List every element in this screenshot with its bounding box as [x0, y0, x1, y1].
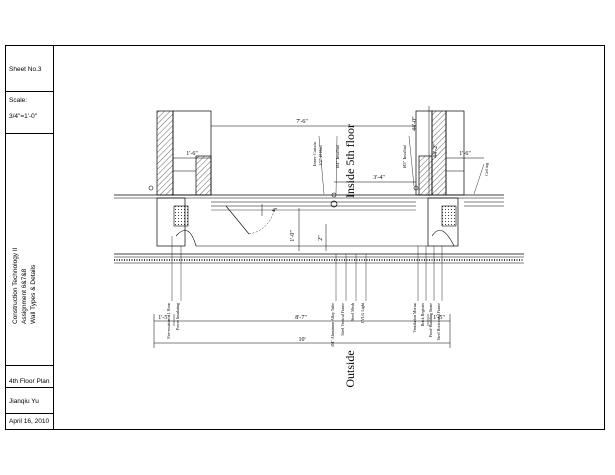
note-power-insulating: Power Insulating	[175, 303, 180, 330]
label-inside: Inside 5th floor	[343, 124, 357, 198]
note-steel-vertical: Steel Vertical Frame	[340, 303, 345, 336]
dim-opening-depth: 1'-0"	[290, 230, 296, 242]
dimension-lines	[153, 106, 484, 348]
leader-lines	[171, 135, 485, 301]
note-brick-register: Brick Register	[420, 302, 425, 326]
author-cell: Jianqiu Yu	[6, 388, 53, 414]
note-ventilation-mortar: Ventilation Mortar	[412, 302, 417, 332]
right-wall-pier	[415, 110, 465, 247]
scale-label: Scale:	[9, 97, 28, 104]
assignment-title: Assignment 6&7&8	[21, 268, 28, 324]
note-fire-resistance: Fire-resistance 1 Hour	[166, 302, 171, 338]
date-cell: April 16, 2010	[6, 414, 53, 430]
dim-bottom-left: 1'-5"	[158, 315, 170, 321]
note-inner-curtain: Inner Curtain	[312, 141, 317, 166]
sheet-number-cell: Sheet No.3	[6, 46, 53, 92]
sheet-number: Sheet No.3	[9, 66, 42, 73]
note-lvlg-light: LVLG Light	[360, 302, 365, 323]
plan-name: 4th Floor Plan	[9, 378, 50, 385]
subject-title: Wall Types & Details	[30, 264, 37, 324]
note-aluminum-tube: Ø4" Aluminum Alloy Tube	[330, 303, 335, 347]
dim-left-pier: 1'-6"	[186, 151, 198, 157]
scale-value: 3/4"=1'-0"	[9, 113, 38, 120]
left-wall-pier	[156, 110, 212, 247]
dim-overall: 10'	[298, 337, 305, 343]
note-insulbol-5: Ø5" Insulbol	[402, 144, 407, 168]
label-outside: Outside	[343, 350, 357, 387]
dim-right-top2: 44'-2"	[433, 143, 439, 158]
plan-name-cell: 4th Floor Plan	[6, 366, 53, 388]
wall-detail-drawing: 7'-6" 1'-6" 1'-6" 3'-4" 4" 1'-0" 2" 1'-5…	[114, 106, 524, 388]
dim-sill: 4"	[272, 208, 278, 214]
title-block: Sheet No.3 Scale: 3/4"=1'-0" Constructio…	[6, 46, 54, 429]
dim-bottom-center: 8'-7"	[295, 315, 307, 321]
note-steel-mesh: Steel Mesh	[350, 303, 355, 321]
dim-top-span: 7'-6"	[296, 119, 308, 125]
author: Jianqiu Yu	[9, 398, 39, 405]
dim-right-top1: 44'-0"	[412, 116, 418, 131]
note-rod: 1/2" Ø Rod	[318, 145, 323, 166]
scale-cell: Scale: 3/4"=1'-0"	[6, 92, 53, 134]
date: April 16, 2010	[9, 418, 50, 425]
floor-and-curtain-lines	[114, 185, 524, 264]
drawing-sheet: Sheet No.3 Scale: 3/4"=1'-0" Constructio…	[5, 45, 605, 430]
note-insulbol-4: Ø4" Insulbol	[335, 144, 340, 168]
dim-right-pier: 1'-6"	[459, 151, 471, 157]
course-title: Construction Technology II	[12, 247, 19, 324]
dim-opening-small: 2"	[318, 235, 324, 241]
drawing-labels: 7'-6" 1'-6" 1'-6" 3'-4" 4" 1'-0" 2" 1'-5…	[158, 116, 489, 388]
note-proof-stone: Proof-Building Stone	[428, 303, 433, 338]
dim-center-mid: 3'-4"	[373, 175, 385, 181]
dim-bottom-right: 1'-5"	[433, 315, 445, 321]
note-ceiling: Ceiling	[484, 162, 489, 176]
project-cell: Construction Technology II Assignment 6&…	[6, 134, 53, 366]
note-steel-horizontal: Steel Horizontal Frame	[436, 303, 441, 341]
